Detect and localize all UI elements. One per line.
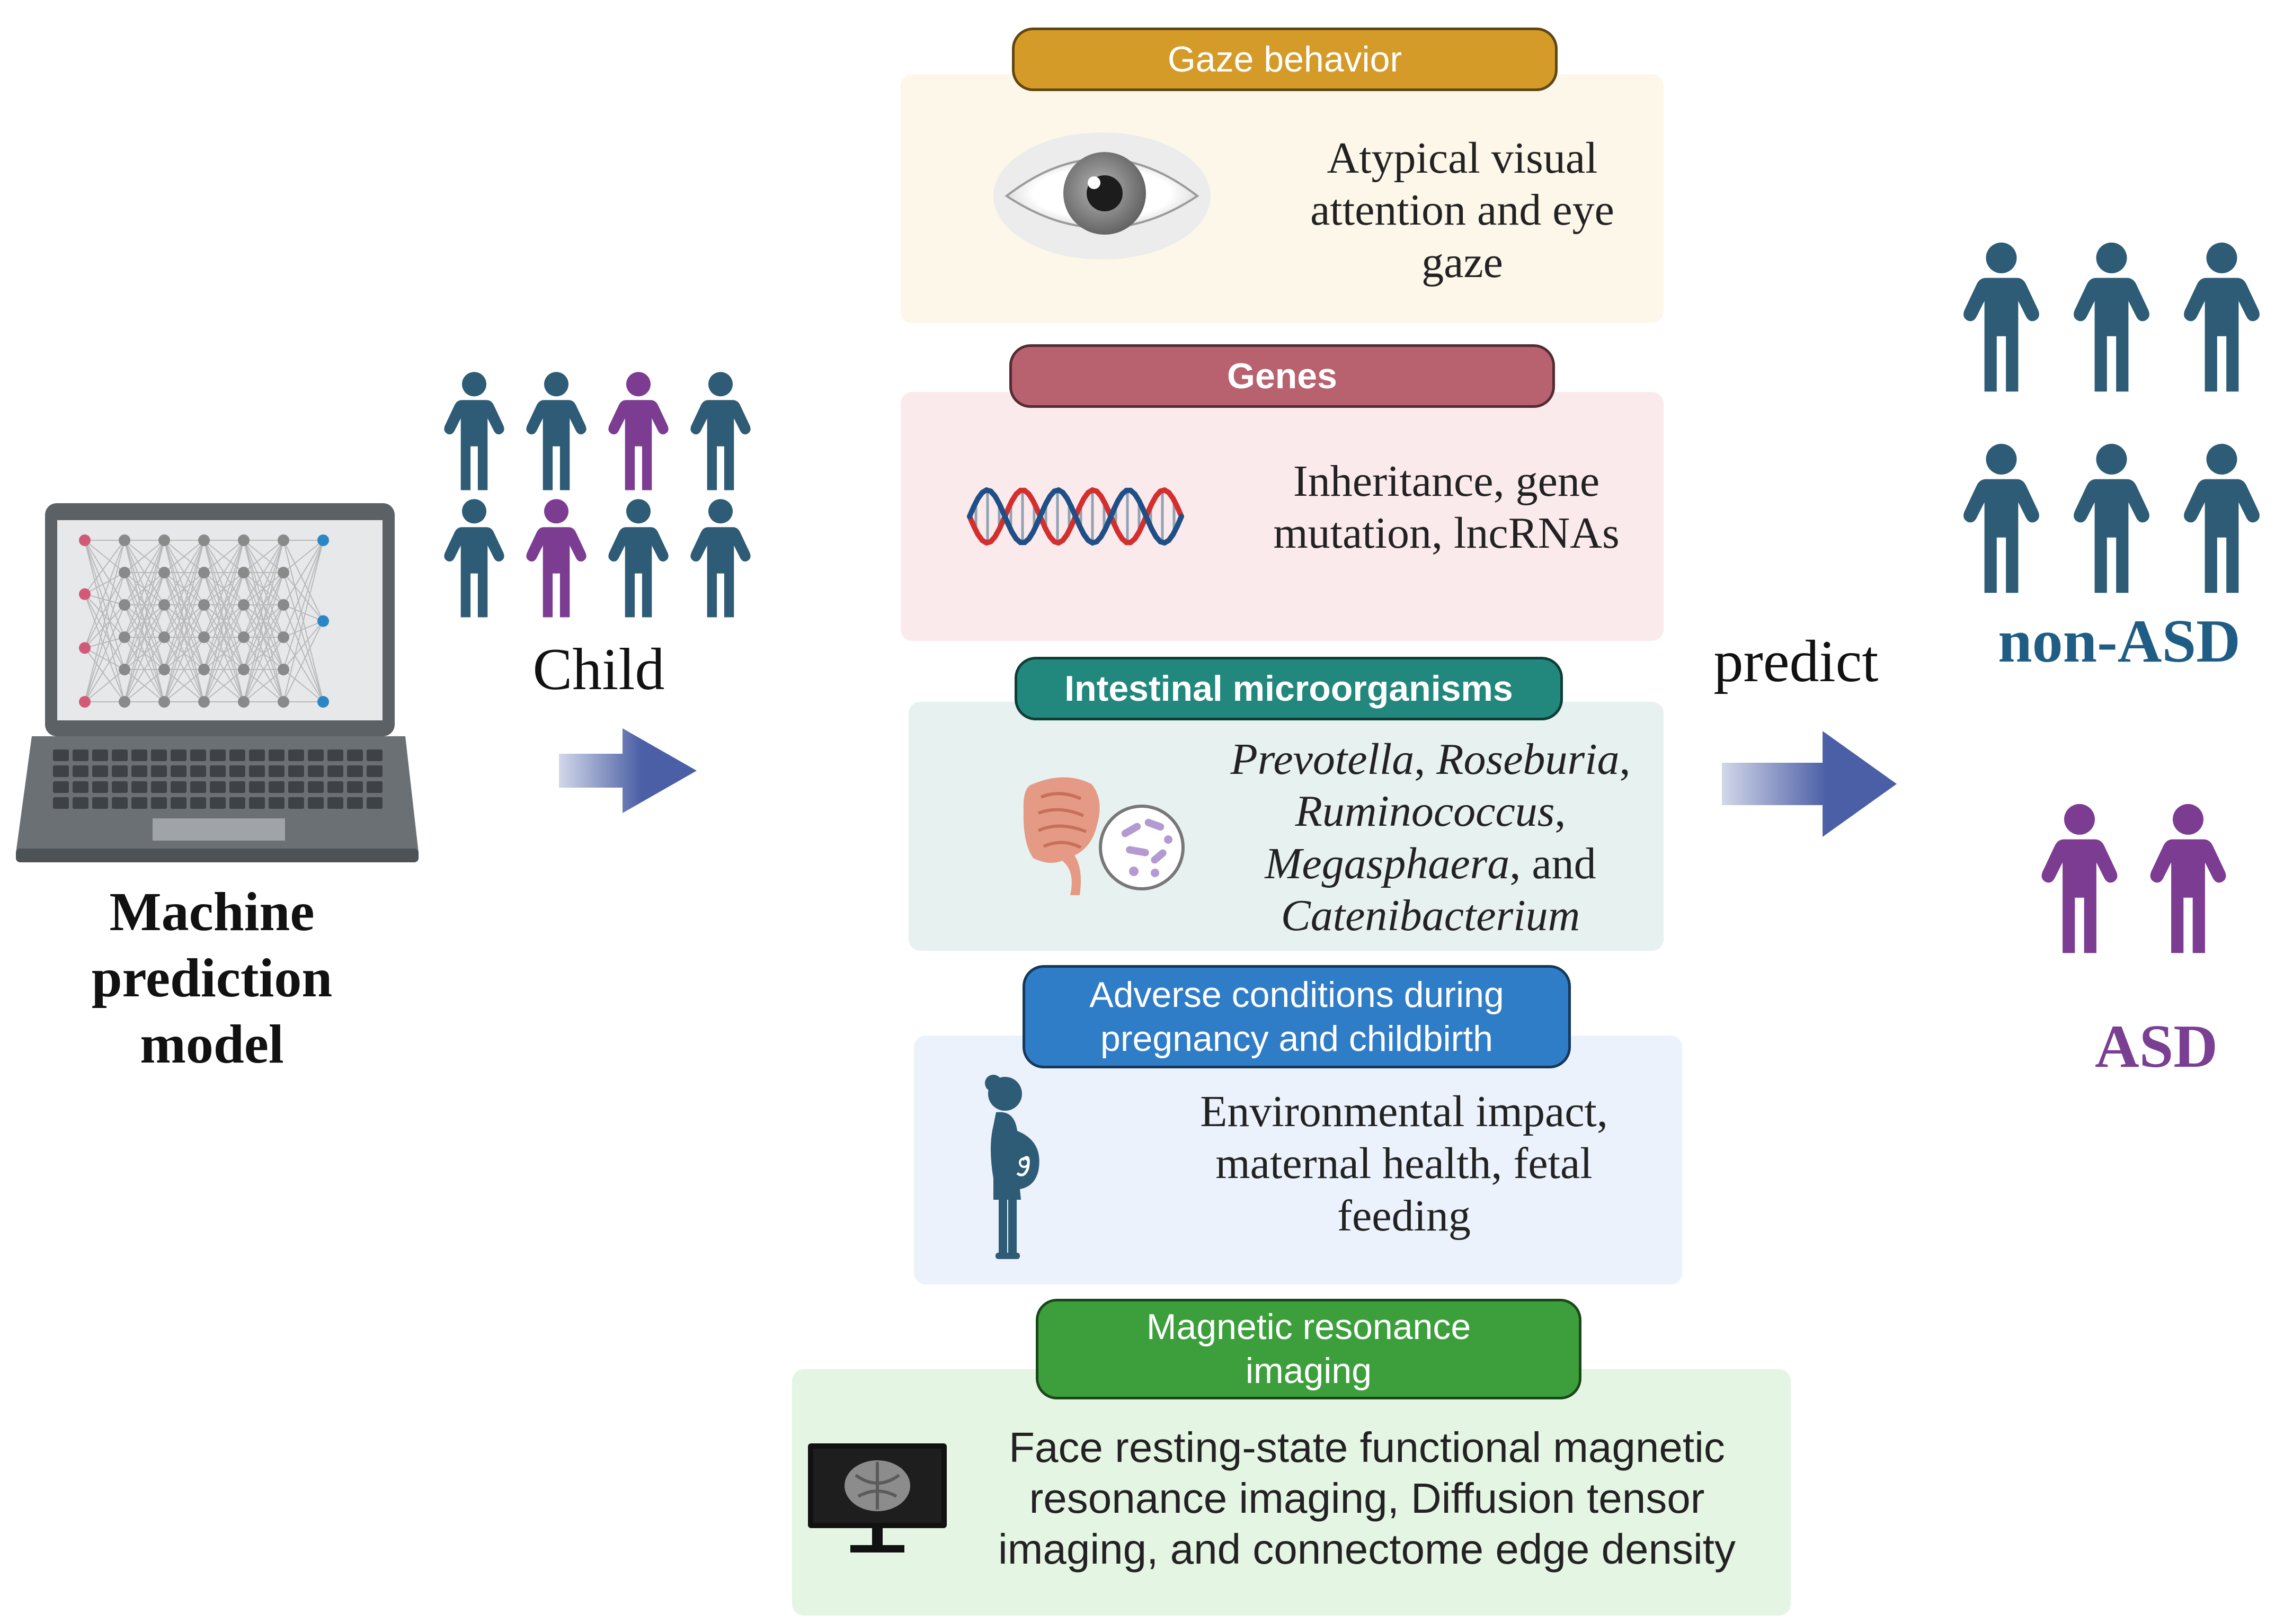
predict-label: predict: [1713, 629, 1879, 694]
asd-person-icon: [2041, 804, 2118, 953]
pill-mri: Magnetic resonance imaging: [1036, 1299, 1581, 1399]
child-person-icon: [690, 372, 751, 490]
child-person-icon: [690, 499, 751, 618]
microbe-line-1: Prevotella, Roseburia,: [1197, 734, 1664, 786]
non-asd-person-icon: [2184, 443, 2260, 593]
pill-intestinal-microorganisms: Intestinal microorganisms: [1015, 657, 1563, 720]
child-person-icon: [608, 372, 669, 490]
child-person-icon: [444, 372, 504, 490]
panel-adverse-conditions: [914, 1036, 1682, 1284]
panel-text-gaze: Atypical visual attention and eye gaze: [1310, 133, 1614, 287]
panel-mri: [792, 1369, 1791, 1616]
microbe-line-3: Megasphaera, and: [1197, 838, 1664, 890]
separator: ,: [1414, 735, 1437, 784]
dna-icon: [967, 487, 1184, 546]
panel-text-intestinal: Prevotella, Roseburia, Ruminococcus, Meg…: [1197, 734, 1664, 942]
child-person-icon: [526, 499, 586, 618]
laptop-icon: [16, 503, 419, 862]
microbe-line-2: Ruminococcus,: [1197, 786, 1664, 837]
non-asd-person-icon: [1963, 242, 2039, 392]
pregnant-woman-icon: [985, 1075, 1039, 1259]
separator: , and: [1509, 838, 1596, 888]
non-asd-person-icon: [2074, 242, 2149, 392]
pill-genes: Genes: [1009, 344, 1555, 408]
genus-roseburia: Roseburia: [1436, 735, 1620, 784]
genus-catenibacterium: Catenibacterium: [1281, 890, 1580, 940]
non-asd-label: non-ASD: [1998, 608, 2241, 675]
child-person-icon: [608, 499, 669, 618]
non-asd-person-icon: [2074, 443, 2149, 593]
genus-ruminococcus: Ruminococcus: [1295, 787, 1555, 836]
asd-person-icon: [2150, 804, 2226, 953]
separator: ,: [1619, 735, 1631, 784]
asd-label: ASD: [2094, 1013, 2218, 1081]
asd-group: [2034, 802, 2257, 961]
arrow-right-icon: [1722, 731, 1897, 837]
non-asd-person-icon: [1963, 443, 2039, 593]
child-label: Child: [532, 637, 665, 702]
child-person-icon: [526, 372, 586, 490]
intestine-icon: [1023, 777, 1185, 895]
microbe-line-4: Catenibacterium: [1197, 890, 1664, 942]
pill-gaze-behavior: Gaze behavior: [1012, 28, 1558, 91]
non-asd-group: [1955, 241, 2283, 606]
panel-text-mri: Face resting-state functional magnetic r…: [998, 1424, 1736, 1573]
machine-prediction-model-label: Machine prediction model: [32, 879, 392, 1077]
genus-prevotella: Prevotella: [1230, 735, 1415, 784]
panel-genes: [901, 392, 1664, 641]
child-person-icon: [444, 499, 504, 618]
panel-text-adverse: Environmental impact, maternal health, f…: [1200, 1087, 1608, 1241]
separator: ,: [1554, 787, 1566, 836]
arrow-right-icon: [559, 728, 697, 813]
children-group: [440, 371, 768, 620]
non-asd-person-icon: [2184, 242, 2260, 392]
mri-monitor-icon: [808, 1443, 947, 1552]
panel-text-genes: Inheritance, gene mutation, lncRNAs: [1273, 457, 1620, 558]
model-label-line-2: prediction: [91, 947, 333, 1009]
genus-megasphaera: Megasphaera: [1265, 838, 1510, 888]
eye-icon: [993, 132, 1211, 260]
model-label-line-1: Machine: [109, 881, 315, 942]
model-label-line-3: model: [140, 1013, 284, 1075]
pill-adverse-conditions: Adverse conditions during pregnancy and …: [1023, 965, 1571, 1068]
